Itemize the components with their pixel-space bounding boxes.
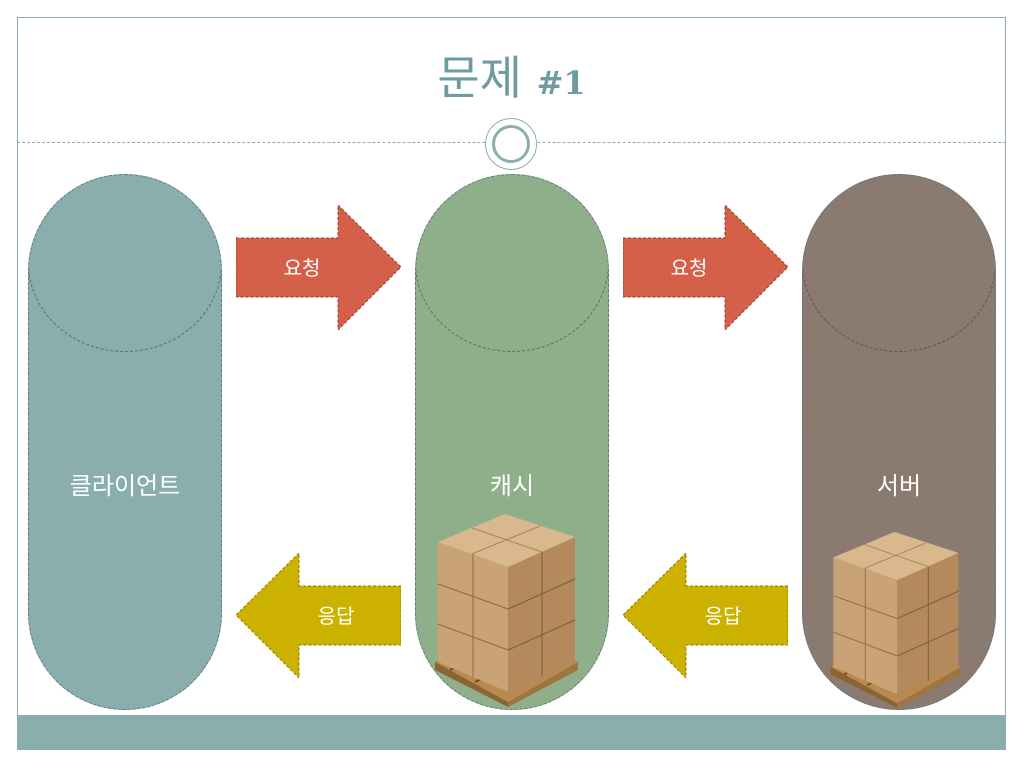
title-main: 문제 (437, 51, 522, 105)
slide-title: 문제 #1 (17, 48, 1006, 108)
boxes-on-pallet-icon (830, 531, 962, 708)
ring-ornament-icon (485, 118, 537, 170)
ring-inner (492, 125, 530, 163)
response-label-2: 응답 (704, 604, 742, 628)
response-label-1: 응답 (317, 604, 355, 628)
cache-label: 캐시 (489, 472, 535, 500)
boxes-on-pallet-icon (435, 514, 578, 707)
cylinder-top-ellipse (29, 175, 221, 352)
client-label: 클라이언트 (69, 472, 181, 500)
arrow-shape (623, 553, 788, 678)
client-cylinder: 클라이언트 (28, 174, 222, 710)
response-arrow-1 (236, 553, 401, 678)
footer-bar (17, 715, 1006, 750)
server-label: 서버 (876, 472, 922, 500)
arrow-shape (236, 553, 401, 678)
arrow-shape (623, 205, 788, 330)
request-arrow-1 (236, 205, 401, 330)
response-arrow-2 (623, 553, 788, 678)
request-label-2: 요청 (670, 256, 708, 280)
cylinder-top-ellipse (803, 175, 995, 352)
request-arrow-2 (623, 205, 788, 330)
title-number: #1 (536, 64, 586, 102)
request-label-1: 요청 (283, 256, 321, 280)
cylinder-top-ellipse (416, 175, 608, 352)
arrow-shape (236, 205, 401, 330)
